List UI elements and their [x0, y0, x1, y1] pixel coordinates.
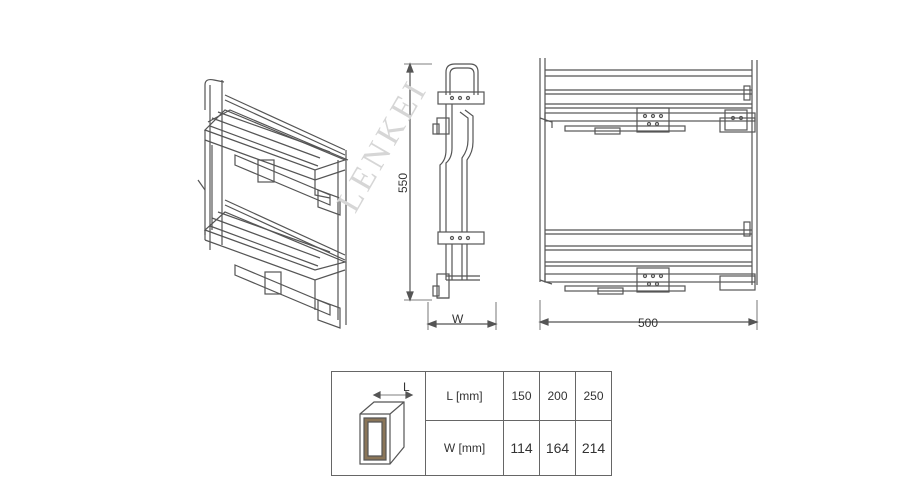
front-view	[538, 58, 759, 330]
spec-table: L L [mm] 150 200 250 W [mm] 114 164 214	[331, 371, 612, 477]
isometric-view	[197, 78, 349, 329]
width-row-label: W [mm]	[425, 419, 504, 477]
length-row-label: L [mm]	[425, 371, 504, 421]
width-value-214: 214	[575, 419, 612, 477]
width-dimension-label: W	[452, 312, 464, 326]
side-view	[404, 62, 498, 330]
height-dimension-label: 550	[396, 172, 411, 194]
table-row-length: L L [mm] 150 200 250	[331, 371, 612, 476]
length-value-200: 200	[539, 371, 576, 421]
cabinet-thumbnail: L	[331, 371, 426, 476]
width-value-164: 164	[539, 419, 576, 477]
cabinet-icon	[359, 391, 414, 465]
length-value-150: 150	[503, 371, 540, 421]
width-value-114: 114	[503, 419, 540, 477]
thumbnail-length-label: L	[403, 380, 410, 394]
length-value-250: 250	[575, 371, 612, 421]
depth-dimension-label: 500	[638, 316, 659, 330]
table-row-width: W [mm] 114 164 214	[332, 419, 612, 477]
